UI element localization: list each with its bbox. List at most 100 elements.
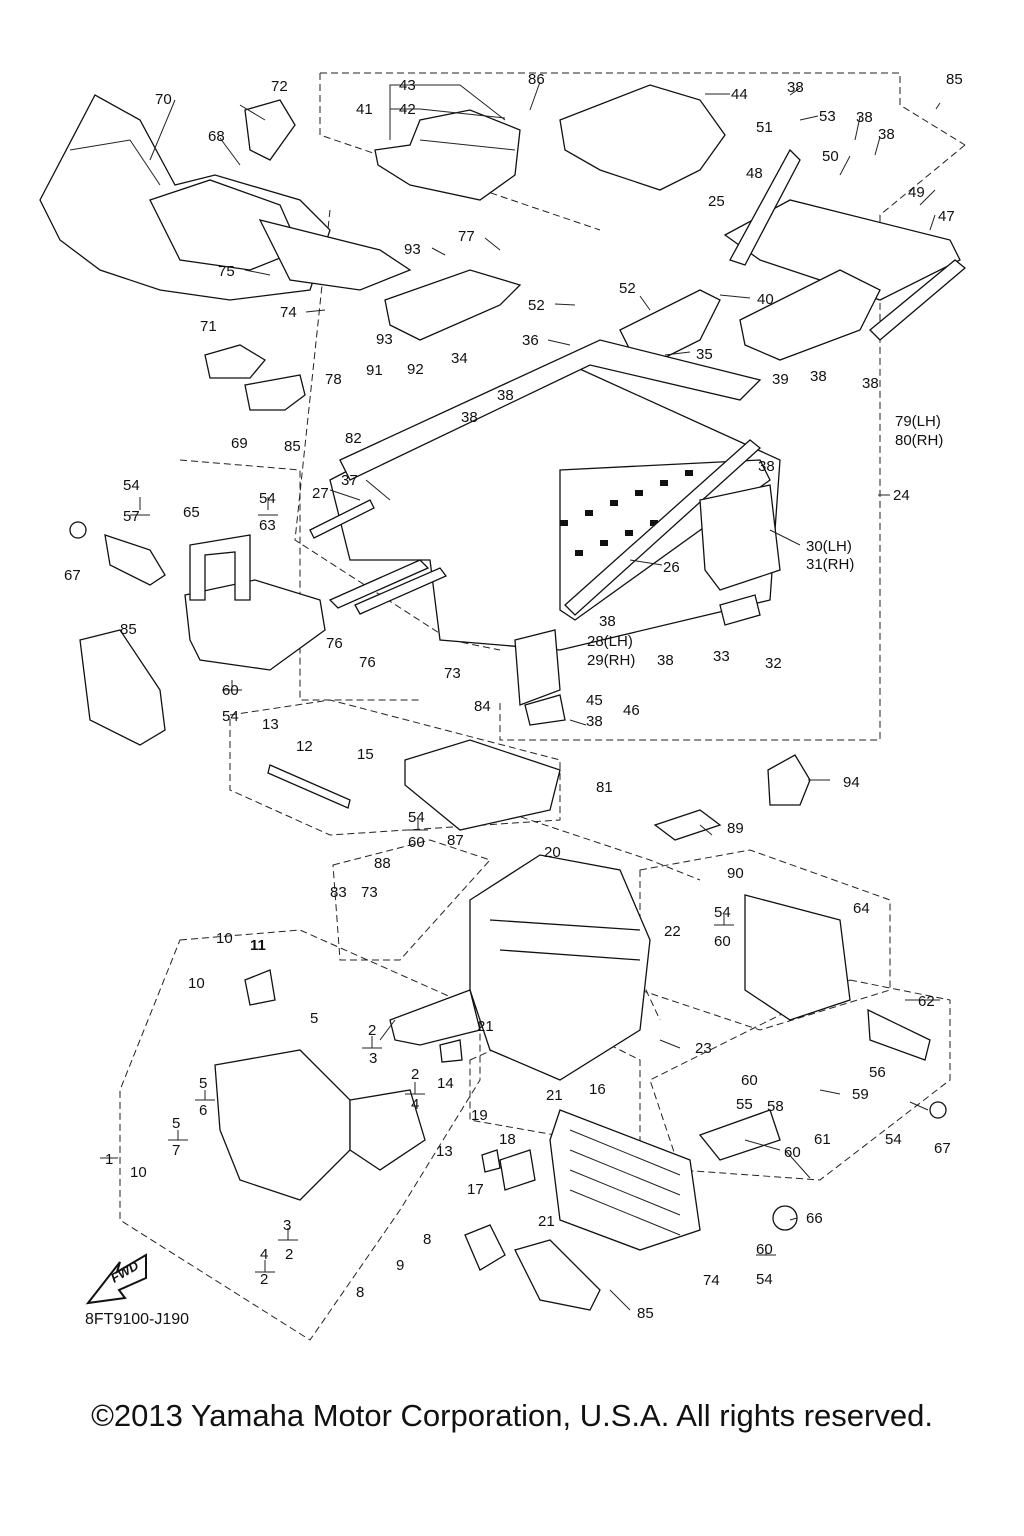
part-label: 42	[399, 101, 416, 118]
plate-15-part	[404, 739, 561, 831]
bracket-11-part	[244, 969, 276, 1006]
part-label: 21	[538, 1213, 555, 1230]
part-label: 89	[727, 820, 744, 837]
leader-lines	[100, 81, 941, 1311]
part-label: 51	[756, 119, 773, 136]
part-label: 38	[657, 652, 674, 669]
part-label: 13	[436, 1143, 453, 1160]
part-label: 60	[408, 834, 425, 851]
part-label: 10	[130, 1164, 147, 1181]
part-label: 10	[188, 975, 205, 992]
part-label: 85	[946, 71, 963, 88]
plate-39-part	[739, 269, 881, 361]
part-label: 54	[714, 904, 731, 921]
part-label: 28(LH)	[587, 633, 633, 650]
part-label: 85	[637, 1305, 654, 1322]
part-label: 79(LH)	[895, 413, 941, 430]
part-label: 26	[663, 559, 680, 576]
part-label: 21	[477, 1018, 494, 1035]
rail-76b-part	[354, 567, 448, 615]
sleeve-17-part	[499, 1149, 536, 1191]
part-label: 66	[806, 1210, 823, 1227]
part-label: 72	[271, 78, 288, 95]
part-label: 2	[285, 1246, 293, 1263]
bushing-19-part	[481, 1149, 501, 1173]
part-label: 47	[938, 208, 955, 225]
heat-exchanger-part	[549, 1109, 701, 1251]
part-label: 67	[64, 567, 81, 584]
part-label: 52	[528, 297, 545, 314]
plate-92-part	[384, 269, 522, 341]
part-label: 83	[330, 884, 347, 901]
part-label: 4	[260, 1246, 268, 1263]
part-label: 6	[199, 1102, 207, 1119]
part-label: 70	[155, 91, 172, 108]
part-label: 61	[814, 1131, 831, 1148]
part-label: 38	[586, 713, 603, 730]
hub-66-part	[772, 1205, 798, 1231]
rear-rails-part	[723, 148, 967, 341]
mount-64-part	[744, 894, 851, 1021]
part-label: 85	[284, 438, 301, 455]
part-label: 60	[741, 1072, 758, 1089]
part-label: 10	[216, 930, 233, 947]
part-label: 56	[869, 1064, 886, 1081]
part-label: 8	[356, 1284, 364, 1301]
part-label: 88	[374, 855, 391, 872]
pad-69-part	[244, 374, 306, 411]
part-label: 25	[708, 193, 725, 210]
part-label: 94	[843, 774, 860, 791]
part-label: 43	[399, 77, 416, 94]
part-label: 69	[231, 435, 248, 452]
part-number-labels: 1 2 2 2 2 3 3 4 4 5 5 5 6 7 8 8 9 10 10 …	[64, 71, 963, 1322]
side-plate-30-part	[699, 484, 781, 591]
part-label: 55	[736, 1096, 753, 1113]
part-label: 5	[310, 1010, 318, 1027]
shaft-12-part	[267, 764, 351, 809]
cover-85-part	[79, 629, 166, 746]
bracket-72-part	[244, 99, 296, 161]
part-label: 63	[259, 517, 276, 534]
part-label: 87	[447, 832, 464, 849]
bracket-45-part	[524, 694, 566, 726]
part-label: 24	[893, 487, 910, 504]
part-label: 18	[499, 1131, 516, 1148]
part-label: 38	[862, 375, 879, 392]
steering-loop-part	[189, 534, 251, 601]
part-label: 81	[596, 779, 613, 796]
part-label: 52	[619, 280, 636, 297]
bracket-56-part	[867, 1008, 931, 1061]
part-label: 74	[703, 1272, 720, 1289]
part-label: 31(RH)	[806, 556, 854, 573]
part-label: 17	[467, 1181, 484, 1198]
part-label: 15	[357, 746, 374, 763]
cover-25-part	[559, 84, 726, 191]
part-label: 50	[822, 148, 839, 165]
part-label: 59	[852, 1086, 869, 1103]
part-label: 2	[260, 1271, 268, 1288]
part-label: 93	[404, 241, 421, 258]
part-label: 8	[423, 1231, 431, 1248]
front-casting-part	[214, 1049, 426, 1201]
part-label: 32	[765, 655, 782, 672]
part-label: 54	[756, 1271, 773, 1288]
part-label: 62	[918, 993, 935, 1010]
part-label: 11	[250, 937, 266, 954]
part-label: 3	[369, 1050, 377, 1067]
part-label: 13	[262, 716, 279, 733]
part-label: 58	[767, 1098, 784, 1115]
part-label: 20	[544, 844, 561, 861]
part-label: 38	[497, 387, 514, 404]
part-label: 49	[908, 184, 925, 201]
part-label: 35	[696, 346, 713, 363]
plate-58-part	[698, 1109, 781, 1161]
bracket-94-part	[767, 754, 811, 806]
part-label: 45	[586, 692, 603, 709]
part-label: 92	[407, 361, 424, 378]
part-label: 19	[471, 1107, 488, 1124]
part-label: 60	[714, 933, 731, 950]
part-label: 46	[623, 702, 640, 719]
diagram-code: 8FT9100-J190	[85, 1311, 189, 1328]
part-label: 90	[727, 865, 744, 882]
part-label: 64	[853, 900, 870, 917]
